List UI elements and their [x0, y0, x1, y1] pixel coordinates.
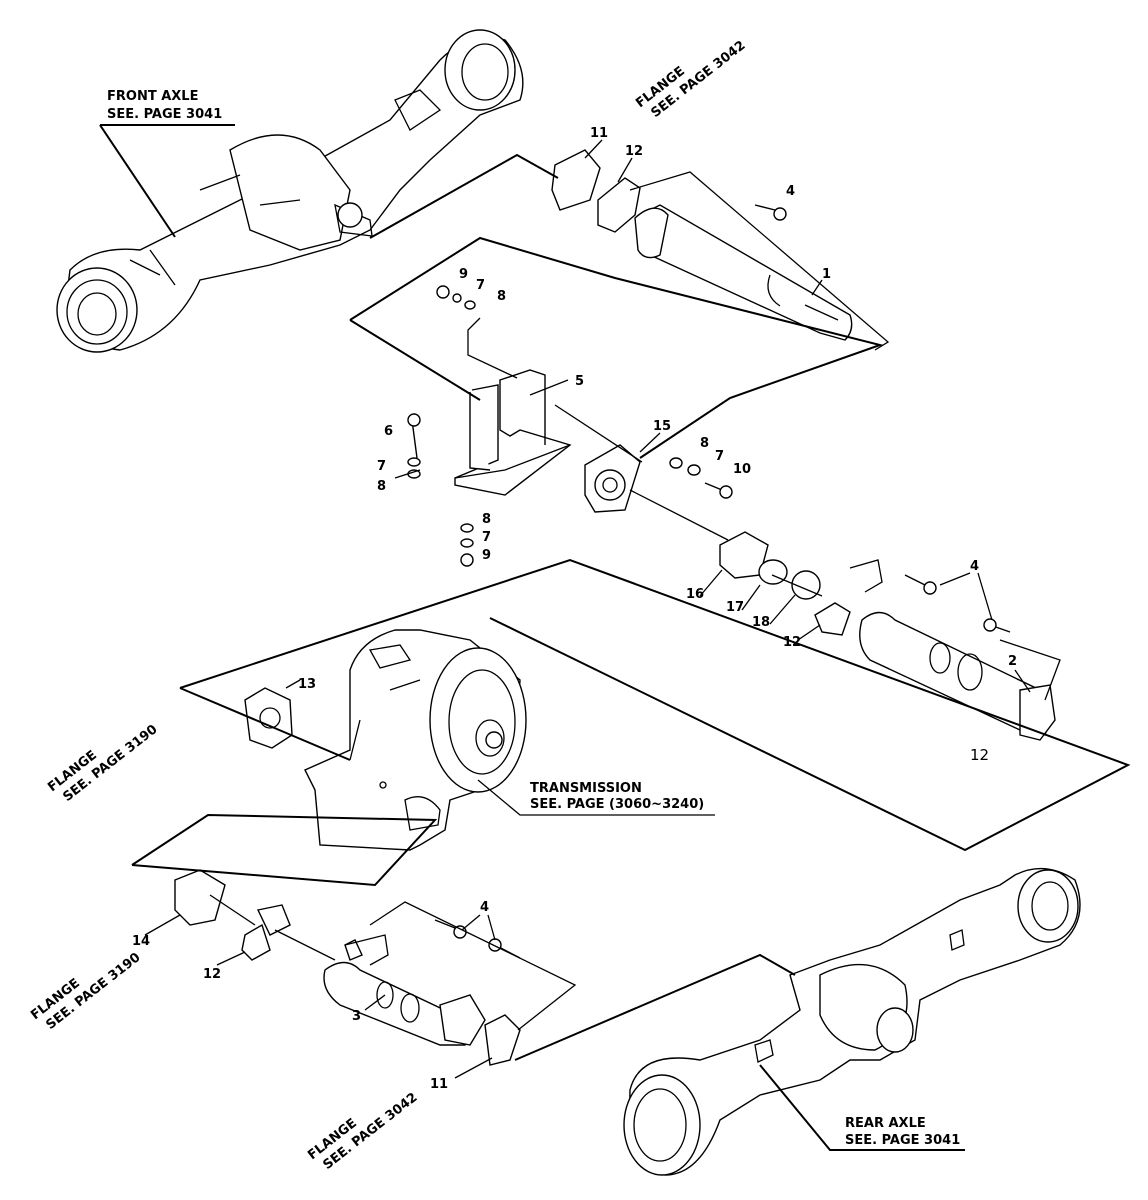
callout-flange-bottom: FLANGE SEE. PAGE 3042: [305, 1090, 420, 1173]
rear-axle-page-ref: SEE. PAGE 3041: [845, 1133, 960, 1148]
part-number: 12: [203, 967, 221, 982]
lower-propeller-shaft: [174, 869, 521, 1066]
part-number-labels: 11 12 4 1 9 7 8 5 6 7 8 15 8 7 10 8 7 9 …: [132, 126, 1017, 1092]
part-number: 18: [752, 615, 770, 630]
transmission-page-ref: SEE. PAGE (3060~3240): [530, 797, 704, 812]
part-number: 14: [132, 934, 150, 949]
part-number: 8: [700, 436, 709, 451]
part-number: 2: [1008, 654, 1017, 669]
part-number: 7: [377, 459, 386, 474]
connector-lines: [99, 124, 1131, 1151]
part-number: 11: [590, 126, 608, 141]
part-number: 4: [786, 184, 795, 199]
transmission-label: TRANSMISSION: [530, 781, 642, 796]
part-number: 4: [970, 559, 979, 574]
rear-axle-label: REAR AXLE: [845, 1116, 926, 1131]
part-number: 5: [575, 374, 584, 389]
part-number: 15: [653, 419, 671, 434]
part-number: 7: [715, 449, 724, 464]
part-number: 12: [970, 746, 989, 764]
part-number: 12: [625, 144, 643, 159]
small-hardware: [407, 204, 1011, 959]
front-axle-drawing: [56, 29, 524, 353]
part-number: 9: [482, 548, 491, 563]
part-number: 3: [352, 1009, 361, 1024]
part-number: 9: [459, 267, 468, 282]
part-number: 8: [377, 479, 386, 494]
part-number: 17: [726, 600, 744, 615]
front-propeller-shaft: [551, 149, 853, 341]
callout-flange-left-mid: FLANGE SEE. PAGE 3190: [45, 722, 160, 805]
front-axle-label: FRONT AXLE: [107, 89, 198, 104]
callout-flange-top: FLANGE SEE. PAGE 3042: [633, 38, 748, 121]
callout-transmission: TRANSMISSION SEE. PAGE (3060~3240): [530, 781, 704, 812]
callout-rear-axle: REAR AXLE SEE. PAGE 3041: [845, 1116, 960, 1148]
part-number: 12: [783, 635, 801, 650]
front-axle-page-ref: SEE. PAGE 3041: [107, 107, 222, 122]
part-number: 7: [476, 278, 485, 293]
part-number: 10: [733, 462, 751, 477]
part-number: 4: [480, 900, 489, 915]
part-number: 7: [482, 530, 491, 545]
rear-propeller-shaft: [719, 531, 1056, 741]
part-number: 16: [686, 587, 704, 602]
part-number: 11: [430, 1077, 448, 1092]
part-number: 8: [482, 512, 491, 527]
center-support-bracket: [454, 369, 641, 513]
part-number: 8: [497, 289, 506, 304]
part-number: 1: [822, 267, 831, 282]
callout-flange-left-low: FLANGE SEE. PAGE 3190: [28, 950, 143, 1033]
callout-front-axle: FRONT AXLE SEE. PAGE 3041: [107, 89, 222, 122]
rear-axle-drawing: [623, 867, 1081, 1176]
part-number: 13: [298, 677, 316, 692]
transmission-drawing: [304, 629, 527, 851]
part-number: 6: [384, 424, 393, 439]
part-number-leaders: [144, 139, 1031, 1011]
